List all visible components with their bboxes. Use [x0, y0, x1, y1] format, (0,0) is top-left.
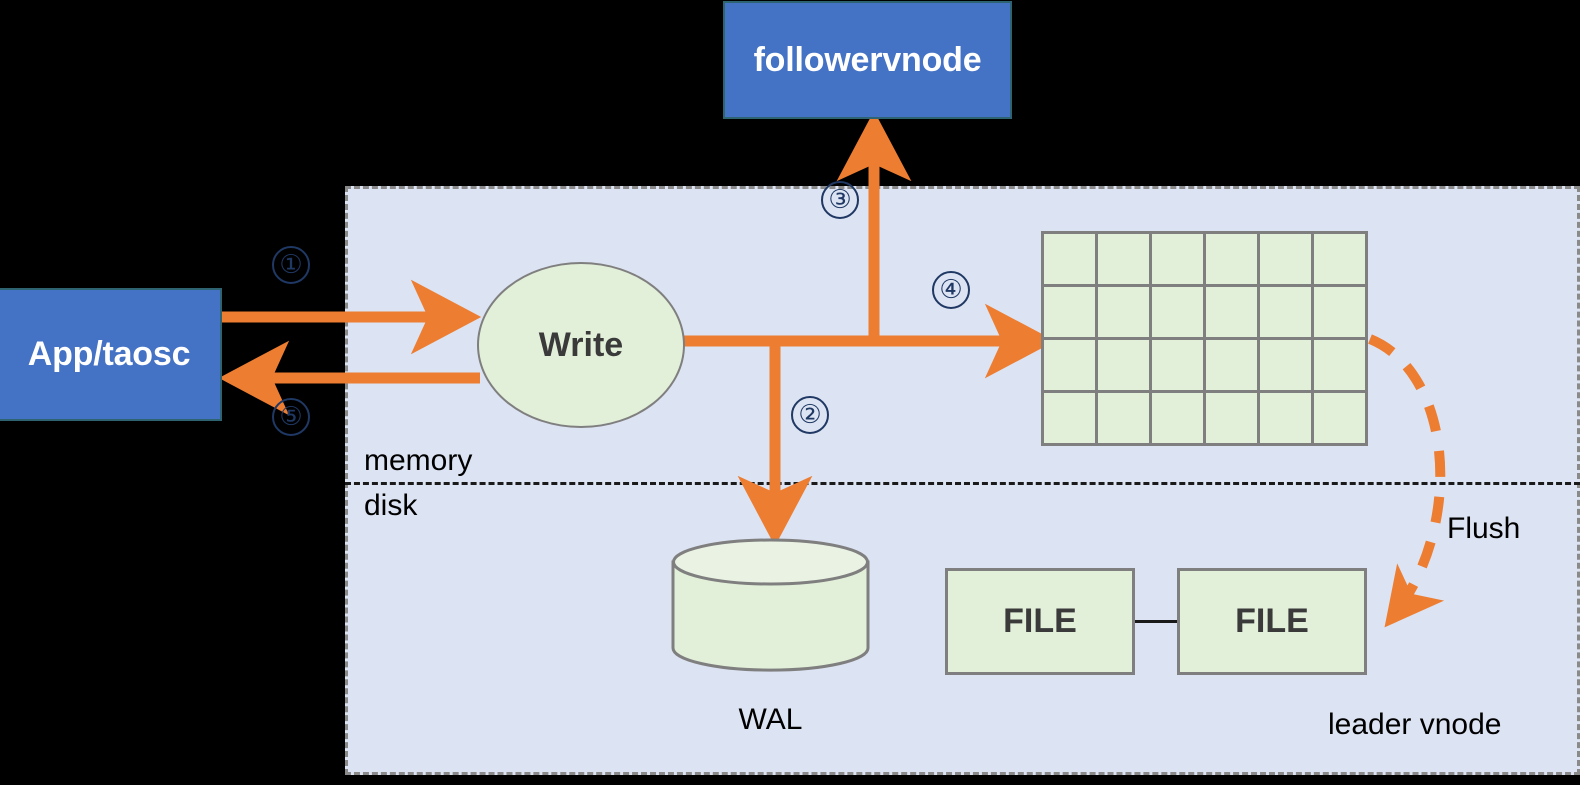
memtable-cell: [1206, 234, 1257, 284]
memtable-cell: [1206, 340, 1257, 390]
memtable-cell: [1044, 393, 1095, 443]
wal-cylinder[interactable]: [671, 538, 870, 672]
memtable-cell: [1260, 340, 1311, 390]
memtable-cell: [1314, 340, 1365, 390]
memtable-cell: [1260, 287, 1311, 337]
memory-label: memory: [364, 444, 473, 477]
memtable-cell: [1098, 393, 1149, 443]
file-box-1[interactable]: FILE: [945, 568, 1135, 675]
memtable-cell: [1152, 234, 1203, 284]
step-marker-4: ④: [932, 271, 970, 309]
memtable-cell: [1314, 287, 1365, 337]
follower-vnode-box[interactable]: follower vnode: [723, 1, 1012, 119]
flush-label: Flush: [1447, 512, 1521, 545]
memtable-cell: [1044, 340, 1095, 390]
memtable-cell: [1206, 287, 1257, 337]
file-box-2-label: FILE: [1235, 602, 1309, 640]
memtable-cell: [1206, 393, 1257, 443]
memtable-cell: [1098, 340, 1149, 390]
step-marker-1: ①: [272, 246, 310, 284]
step-marker-5: ⑤: [272, 398, 310, 436]
app-taosc-label: App/taosc: [27, 335, 191, 374]
memtable-cell: [1152, 393, 1203, 443]
app-taosc-box[interactable]: App/taosc: [0, 288, 222, 421]
write-node[interactable]: Write: [477, 262, 685, 428]
file-link-connector: [1135, 620, 1178, 623]
memtable-cell: [1098, 234, 1149, 284]
disk-label: disk: [364, 489, 418, 522]
memtable-cell: [1314, 234, 1365, 284]
memtable-cell: [1098, 287, 1149, 337]
memtable-cell: [1260, 393, 1311, 443]
memtable-cell: [1152, 340, 1203, 390]
leader-vnode-label: leader vnode: [1328, 708, 1502, 741]
follower-vnode-label-line1: follower: [753, 40, 883, 79]
memtable-cell: [1044, 287, 1095, 337]
file-box-2[interactable]: FILE: [1177, 568, 1367, 675]
memtable-cell: [1260, 234, 1311, 284]
wal-label: WAL: [738, 703, 803, 736]
memtable-cell: [1044, 234, 1095, 284]
follower-vnode-label-line2: vnode: [882, 40, 982, 79]
memory-disk-divider: [345, 482, 1580, 485]
write-node-label: Write: [538, 325, 624, 364]
memtable-grid[interactable]: [1041, 231, 1368, 446]
file-box-1-label: FILE: [1003, 602, 1077, 640]
memtable-cell: [1152, 287, 1203, 337]
step-marker-2: ②: [791, 396, 829, 434]
memtable-cell: [1314, 393, 1365, 443]
step-marker-3: ③: [821, 181, 859, 219]
